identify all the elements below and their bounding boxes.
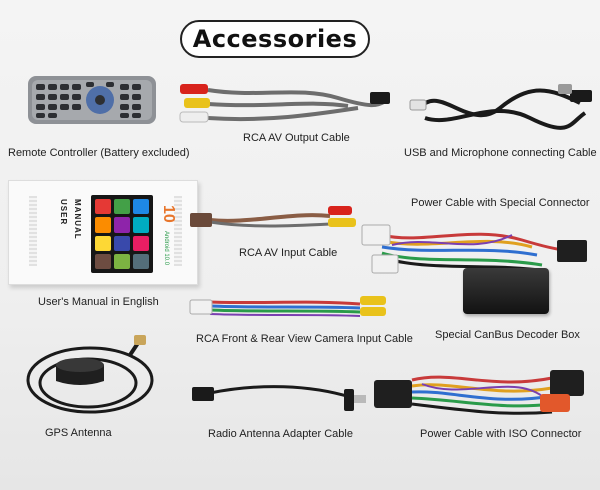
rca-av-input-cable-caption: RCA AV Input Cable (239, 247, 338, 259)
radio-antenna-adapter-caption: Radio Antenna Adapter Cable (208, 428, 353, 440)
rca-camera-cable-image (189, 296, 386, 317)
remote-controller-caption: Remote Controller (Battery excluded) (8, 147, 190, 159)
canbus-decoder-box-image (463, 268, 549, 314)
power-iso-connector-image (374, 370, 584, 415)
gps-antenna-caption: GPS Antenna (45, 427, 112, 439)
manual-cover-logo: 10 (160, 205, 177, 223)
manual-cover-logo-sub: Android 10.0 (163, 231, 169, 266)
manual-cover-text-manual: MANUAL (73, 199, 82, 240)
manual-cover-text-user: USER (59, 199, 68, 226)
rca-camera-cable-caption: RCA Front & Rear View Camera Input Cable (196, 333, 413, 345)
remote-controller-image (28, 76, 156, 124)
manual-decor-stripe-right (174, 196, 182, 266)
user-manual-caption: User's Manual in English (38, 296, 159, 308)
manual-decor-stripe-left (29, 196, 37, 266)
usb-microphone-cable-caption: USB and Microphone connecting Cable (404, 147, 597, 159)
page-title: Accessories (192, 25, 358, 53)
usb-microphone-cable-image (409, 84, 592, 130)
canbus-decoder-caption: Special CanBus Decoder Box (435, 329, 580, 341)
user-manual-image: USER MANUAL 10 Android 10.0 (8, 180, 198, 285)
page-title-pill: Accessories (180, 20, 370, 58)
rca-av-input-cable-image (190, 206, 356, 228)
rca-av-output-cable-image (179, 84, 390, 123)
power-special-connector-caption: Power Cable with Special Connector (411, 197, 590, 209)
rca-av-output-cable-caption: RCA AV Output Cable (243, 132, 350, 144)
radio-antenna-adapter-image (192, 385, 366, 411)
power-iso-connector-caption: Power Cable with ISO Connector (420, 428, 582, 440)
gps-antenna-image (26, 335, 154, 414)
manual-cover-screen (91, 195, 153, 273)
